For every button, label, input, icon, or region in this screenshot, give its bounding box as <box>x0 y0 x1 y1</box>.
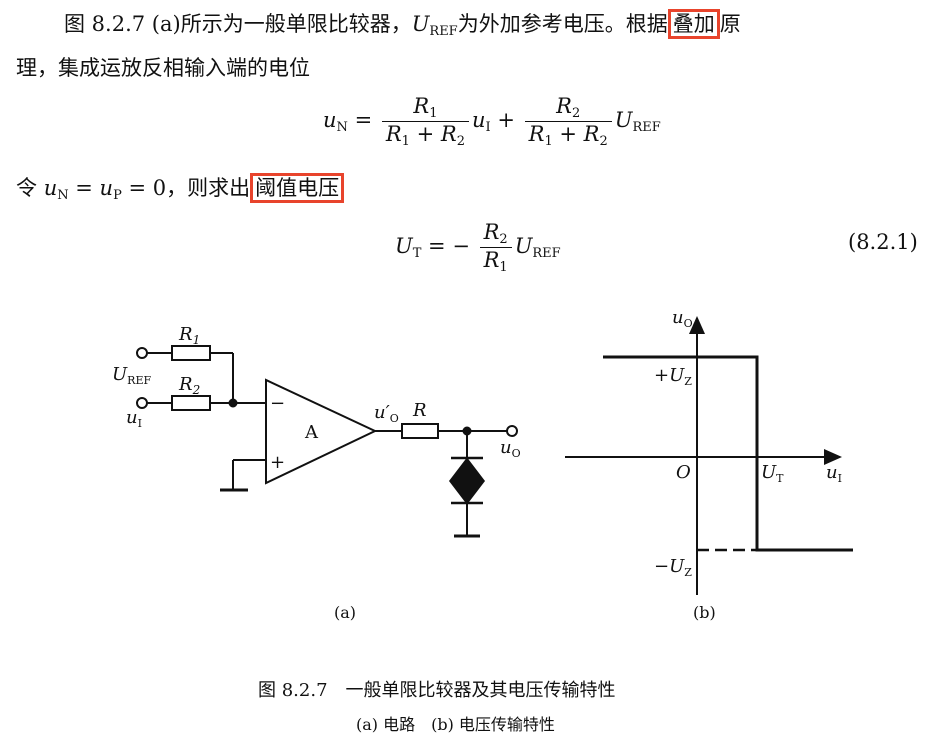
cond-up: uP <box>99 176 122 203</box>
r-label: R <box>412 400 427 421</box>
junction-inverting <box>228 398 238 408</box>
eq2-lhs: UT <box>395 234 422 261</box>
equation-number: (8.2.1) <box>848 230 918 254</box>
para1-line1: 图 8.2.7 (a)所示为一般单限比较器，UREF为外加参考电压。根据叠加原 <box>64 8 741 39</box>
inverting-sign: − <box>270 393 285 414</box>
eq1-ui: uI <box>472 108 491 135</box>
ut-label: UT <box>761 462 784 485</box>
zener-diode-top <box>448 457 486 481</box>
para2-tail: = 0，则求出 <box>121 176 251 200</box>
para2-line: 令 uN = uP = 0，则求出阈值电压 <box>16 172 345 203</box>
para1-lead: 图 8.2.7 (a)所示为一般单限比较器， <box>64 12 412 36</box>
eq2-uref: UREF <box>514 234 561 261</box>
para1-line2: 理，集成运放反相输入端的电位 <box>16 56 310 80</box>
neg-uz-label: −UZ <box>654 556 692 579</box>
eq1-equals: = <box>347 108 379 132</box>
cond-equals: = <box>68 176 100 200</box>
pos-uz-label: +UZ <box>654 365 692 388</box>
figure-subcaption: (a) 电路 (b) 电压传输特性 <box>356 715 555 734</box>
uo-label: uO <box>500 437 521 460</box>
highlight-superposition: 叠加 <box>667 9 720 39</box>
characteristic-curve <box>603 355 853 552</box>
uref-symbol: UREF <box>411 12 458 39</box>
eq1-lhs: uN <box>323 108 348 135</box>
eq1-uref: UREF <box>614 108 661 135</box>
uo-prime-label: u′O <box>374 402 399 425</box>
noninverting-sign: + <box>270 452 285 473</box>
origin-label: O <box>676 462 691 483</box>
y-axis-label: uO <box>672 307 693 330</box>
figure-caption: 图 8.2.7 一般单限比较器及其电压传输特性 <box>258 680 616 701</box>
para1-mid: 为外加参考电压。根据 <box>457 12 668 36</box>
circuit-sublabel: (a) <box>334 603 356 622</box>
uo-terminal <box>506 425 518 437</box>
ui-label: uI <box>126 407 142 430</box>
op-amp-triangle <box>265 378 378 485</box>
highlight-threshold: 阈值电压 <box>250 173 345 203</box>
uref-label: UREF <box>112 364 151 387</box>
x-axis-label: uI <box>826 462 842 485</box>
eq1-plus: + <box>490 108 522 132</box>
r2-label: R2 <box>178 374 200 397</box>
para2-lead: 令 <box>16 176 44 200</box>
zener-diode-bottom <box>448 481 486 505</box>
eq2-equals: = − <box>421 234 477 258</box>
cond-un: uN <box>43 176 69 203</box>
r1-label: R1 <box>178 324 200 347</box>
graph-sublabel: (b) <box>693 603 716 622</box>
amp-label: A <box>304 422 319 443</box>
para1-tail: 原 <box>719 12 741 36</box>
